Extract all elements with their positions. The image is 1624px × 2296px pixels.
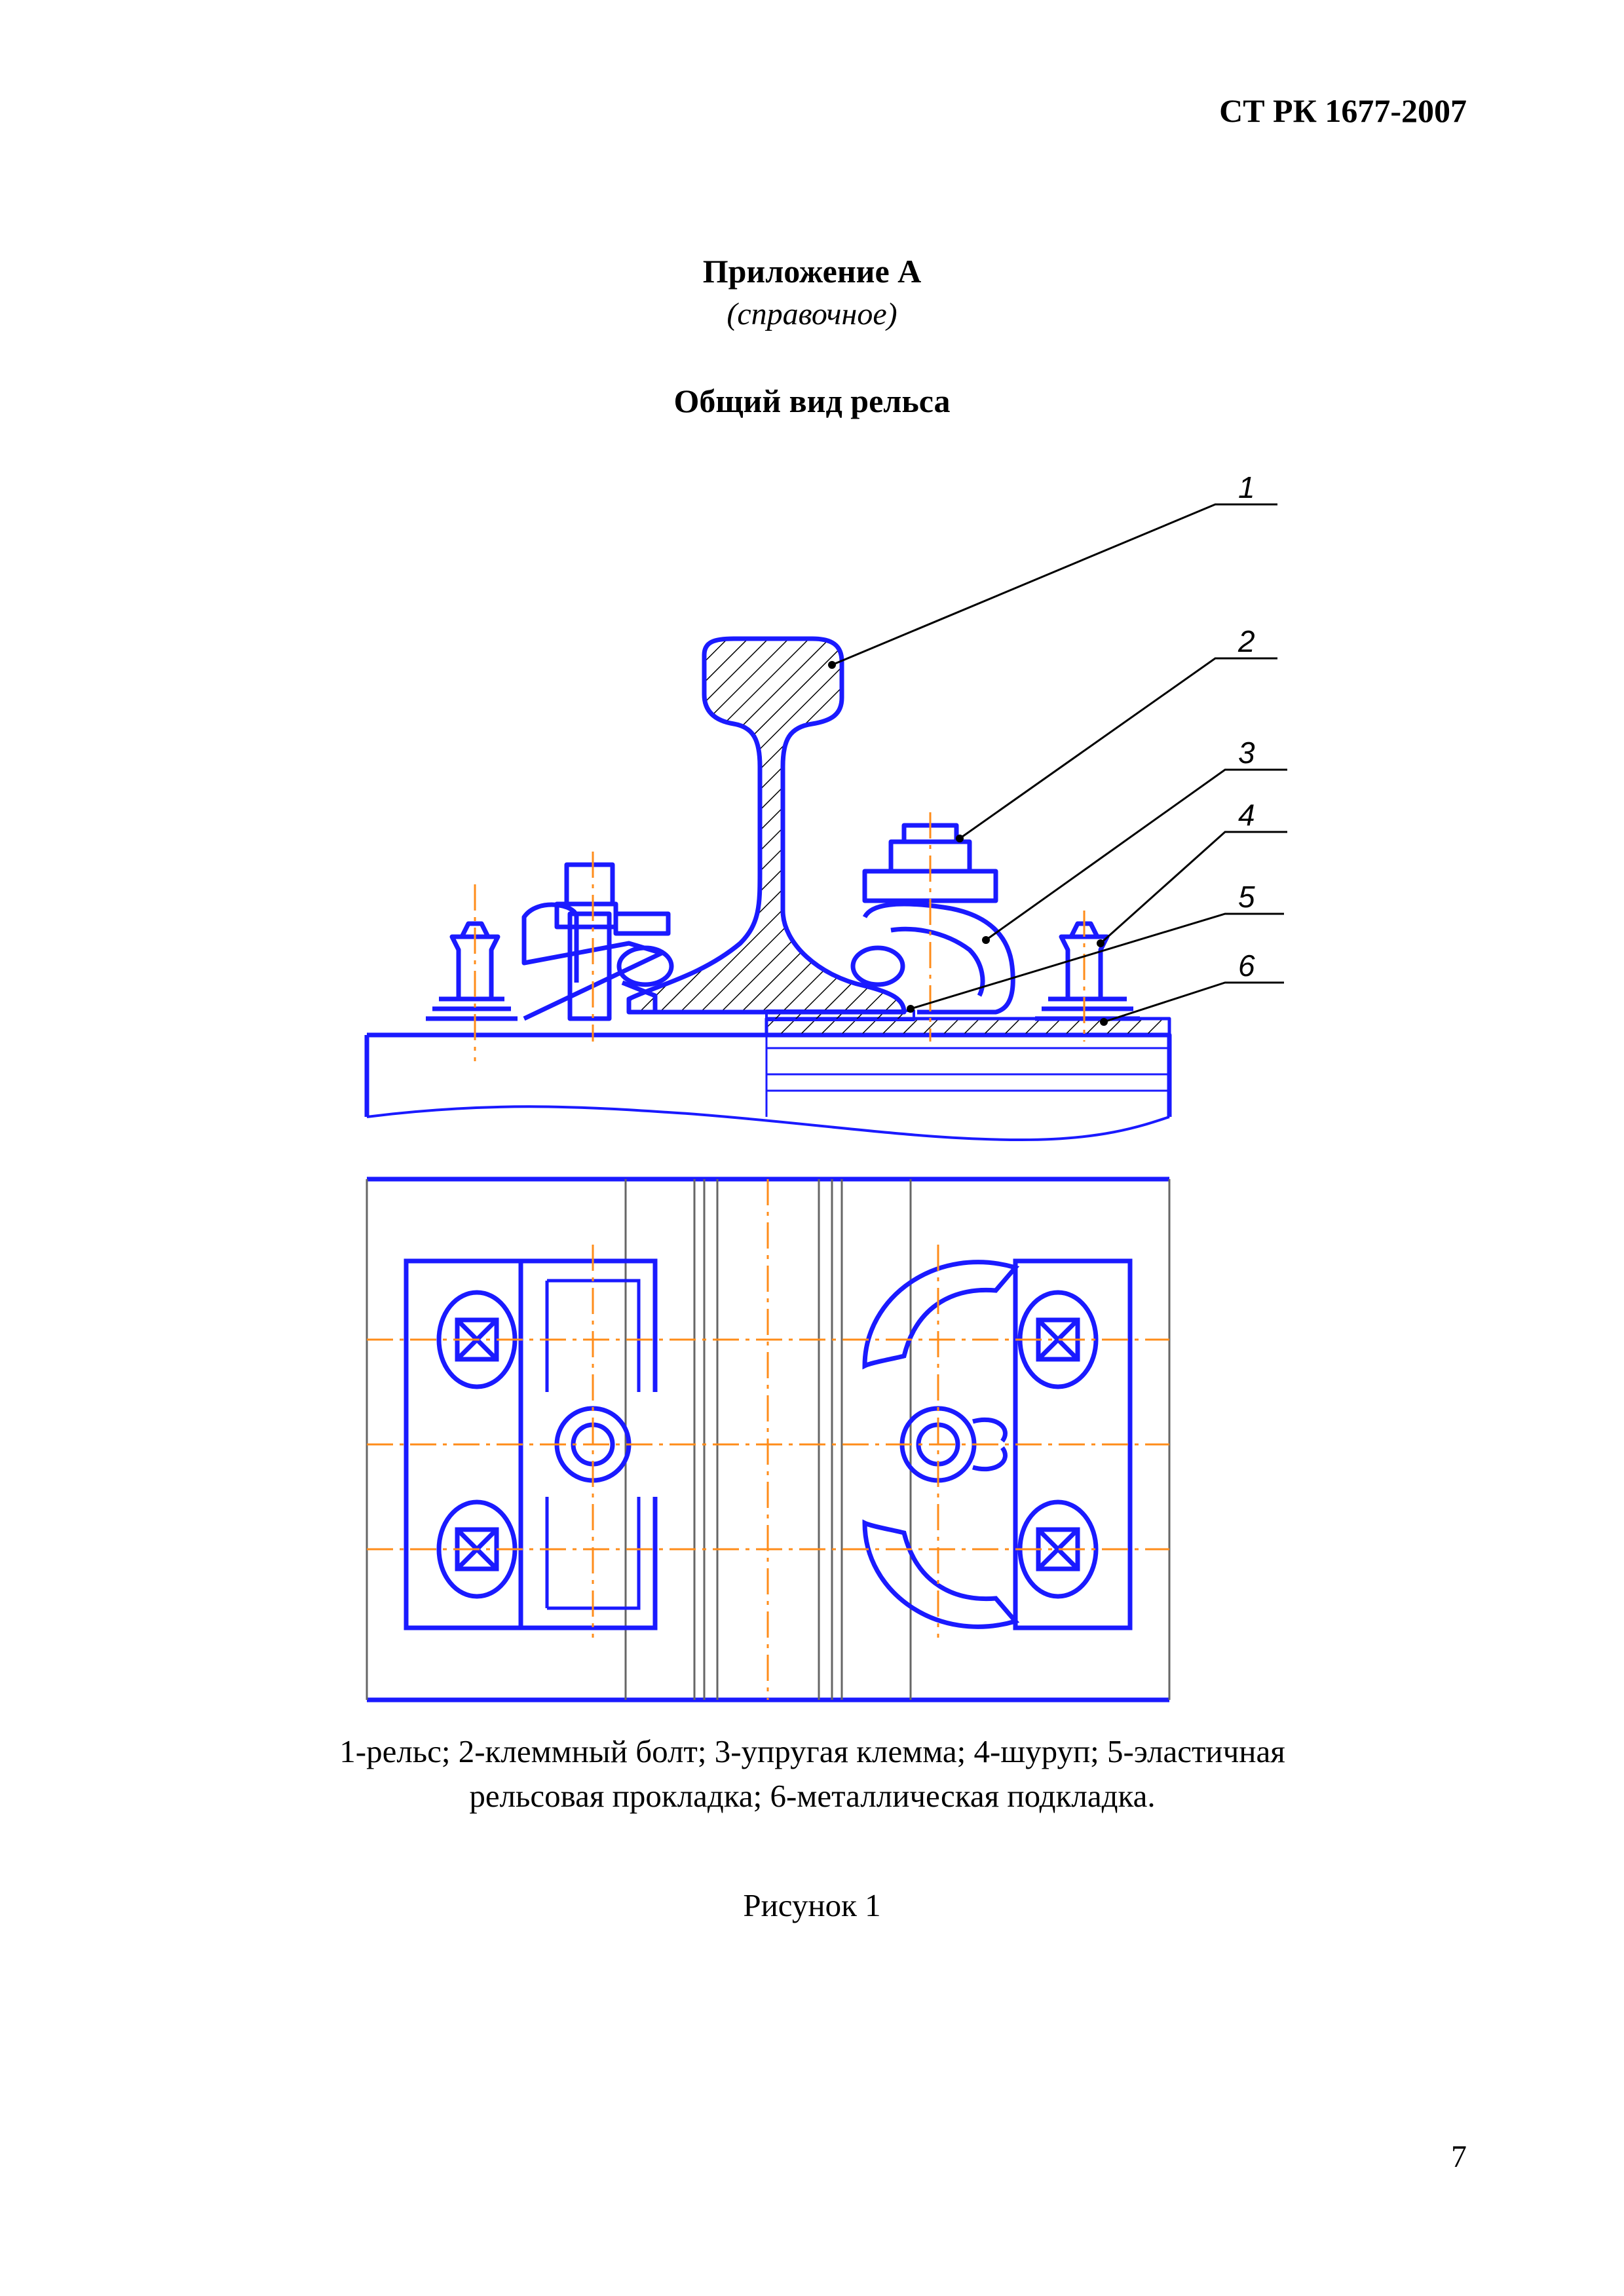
leader-5 — [910, 913, 1284, 1010]
figure-label: Рисунок 1 — [743, 1887, 881, 1923]
plate-layers — [765, 1035, 1169, 1117]
figure-heading: Общий вид рельса — [673, 383, 951, 419]
callout-2: 2 — [1237, 624, 1255, 658]
left-clamp — [521, 862, 674, 1021]
callout-5: 5 — [1238, 880, 1255, 914]
callout-1: 1 — [1238, 470, 1255, 504]
left-screw — [426, 921, 518, 1021]
plan-view — [366, 1176, 1171, 1703]
elevation-view — [364, 636, 1172, 1141]
legend-line-2: рельсовая прокладка; 6-металлическая под… — [469, 1778, 1156, 1814]
leader-1 — [831, 503, 1277, 666]
leader-lines — [831, 503, 1287, 1023]
annex-subtitle: (справочное) — [727, 297, 897, 331]
leader-2 — [959, 657, 1277, 840]
metal-plate — [765, 1017, 1171, 1037]
leader-4 — [1099, 831, 1287, 945]
right-screw — [1035, 921, 1140, 1021]
annex-title: Приложение А — [702, 253, 922, 290]
legend-line-1: 1-рельс; 2-клеммный болт; 3-упругая клем… — [339, 1733, 1285, 1769]
callout-6: 6 — [1238, 949, 1255, 983]
callout-3: 3 — [1238, 736, 1255, 770]
page-number: 7 — [1451, 2139, 1467, 2174]
callout-4: 4 — [1238, 798, 1255, 832]
leader-3 — [985, 768, 1287, 941]
right-clamp — [850, 823, 1015, 1015]
leader-dots — [828, 661, 1108, 1026]
plan-centerlines — [367, 1179, 1169, 1700]
figure-legend: 1-рельс; 2-клеммный болт; 3-упругая клем… — [197, 1729, 1428, 1818]
sleeper-break-line — [366, 1105, 1170, 1141]
leader-6 — [1103, 981, 1284, 1023]
document-code: СТ РК 1677-2007 — [1219, 92, 1467, 129]
